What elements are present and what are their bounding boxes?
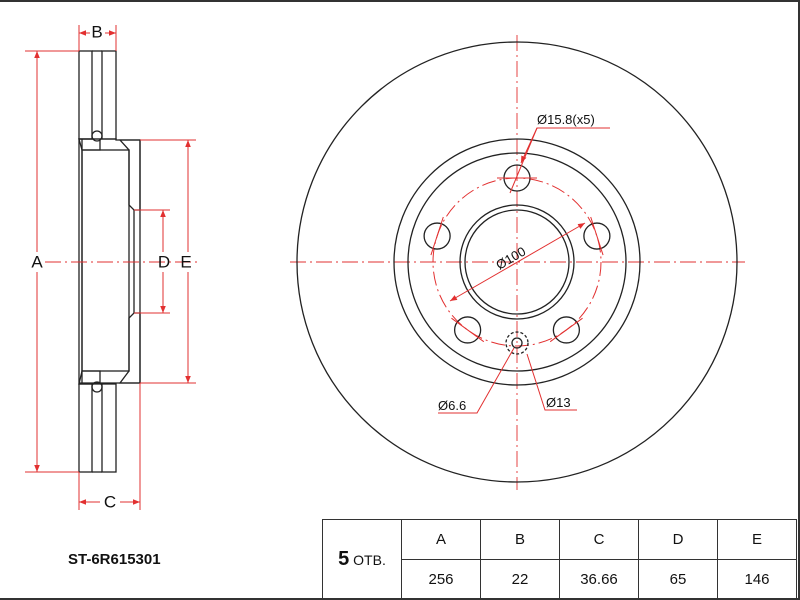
bolt-hole-centerline — [430, 216, 444, 256]
value-e: 146 — [717, 559, 797, 600]
label-e: E — [180, 252, 191, 271]
value-d: 65 — [638, 559, 718, 600]
label-b: B — [91, 22, 102, 41]
bolt-hole-centerline — [451, 317, 485, 343]
side-section-view: A B C D E — [25, 22, 200, 511]
label-a: A — [31, 252, 43, 271]
bolt-hole — [453, 316, 482, 344]
front-view: Ø100 Ø15.8(x5) Ø6.6 Ø13 — [290, 35, 745, 490]
dimensions-table: 5 ОТВ. A B C D E 256 22 36.66 65 146 — [322, 519, 797, 600]
holes-unit: ОТВ. — [353, 552, 386, 568]
label-d: D — [158, 252, 170, 271]
label-c: C — [104, 492, 116, 511]
value-b: 22 — [480, 559, 560, 600]
bolt-hole-label: Ø15.8(x5) — [537, 112, 595, 127]
disc-outer-circle — [296, 41, 738, 483]
holes-count-cell: 5 ОТВ. — [322, 519, 402, 600]
counterbore-label: Ø13 — [546, 395, 571, 410]
header-e: E — [717, 519, 797, 560]
pcd-label: Ø100 — [493, 244, 528, 273]
bolt-hole-centerline — [549, 317, 583, 343]
small-hole-label: Ø6.6 — [438, 398, 466, 413]
part-number: ST-6R615301 — [68, 551, 161, 568]
header-b: B — [480, 519, 560, 560]
header-d: D — [638, 519, 718, 560]
holes-count: 5 — [338, 548, 350, 570]
value-a: 256 — [401, 559, 481, 600]
header-a: A — [401, 519, 481, 560]
header-c: C — [559, 519, 639, 560]
bolt-hole — [552, 316, 581, 344]
bolt-hole-centerline — [590, 216, 604, 256]
small-hole — [511, 337, 523, 349]
value-c: 36.66 — [559, 559, 639, 600]
